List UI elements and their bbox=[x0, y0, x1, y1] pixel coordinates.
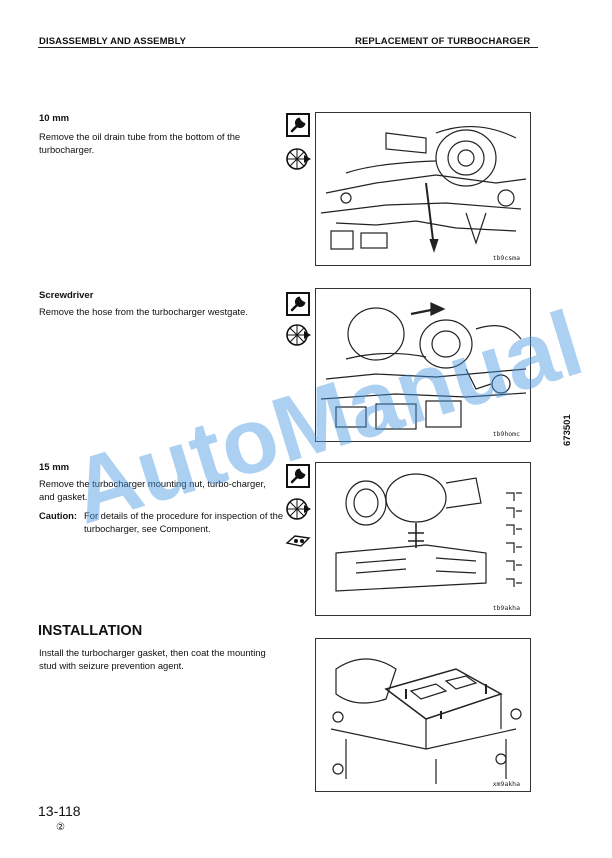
wrench-tool-icon bbox=[286, 464, 310, 488]
step-1-text: Remove the oil drain tube from the botto… bbox=[39, 131, 241, 155]
figure-oil-drain-tube: tb9csma bbox=[315, 112, 531, 266]
caution-label: Caution: bbox=[39, 510, 78, 521]
step-1-title: 10 mm bbox=[39, 113, 70, 124]
crosshair-check-icon bbox=[286, 148, 311, 170]
step-2-title: Screwdriver bbox=[39, 290, 94, 301]
step-3-text: Remove the turbocharger mounting nut, tu… bbox=[39, 478, 266, 502]
figure-tag: tb9homc bbox=[492, 430, 520, 438]
revision-mark: ② bbox=[56, 822, 65, 833]
side-document-code: 673501 bbox=[562, 414, 573, 446]
figure-westgate-hose: tb9homc bbox=[315, 288, 531, 442]
wrench-tool-icon bbox=[286, 113, 310, 137]
figure-gasket-installation: xm9akha bbox=[315, 638, 531, 792]
step-2-text: Remove the hose from the turbocharger we… bbox=[39, 306, 248, 317]
header-divider bbox=[38, 47, 538, 48]
figure-tag: tb9csma bbox=[492, 254, 520, 262]
crosshair-check-icon bbox=[286, 324, 311, 346]
caution-text: For details of the procedure for inspect… bbox=[84, 510, 284, 534]
installation-heading: INSTALLATION bbox=[38, 623, 143, 639]
header-left: DISASSEMBLY AND ASSEMBLY bbox=[39, 36, 187, 47]
wrench-tool-icon bbox=[286, 292, 310, 316]
figure-tag: xm9akha bbox=[492, 780, 520, 788]
figure-turbocharger-removal: tb9akha bbox=[315, 462, 531, 616]
page-number: 13-118 bbox=[38, 803, 81, 819]
step-3-title: 15 mm bbox=[39, 462, 70, 473]
crosshair-check-icon bbox=[286, 498, 311, 520]
gasket-icon bbox=[285, 535, 311, 547]
header-right: REPLACEMENT OF TURBOCHARGER bbox=[355, 36, 531, 47]
figure-tag: tb9akha bbox=[492, 604, 520, 612]
installation-text: Install the turbocharger gasket, then co… bbox=[39, 647, 266, 671]
